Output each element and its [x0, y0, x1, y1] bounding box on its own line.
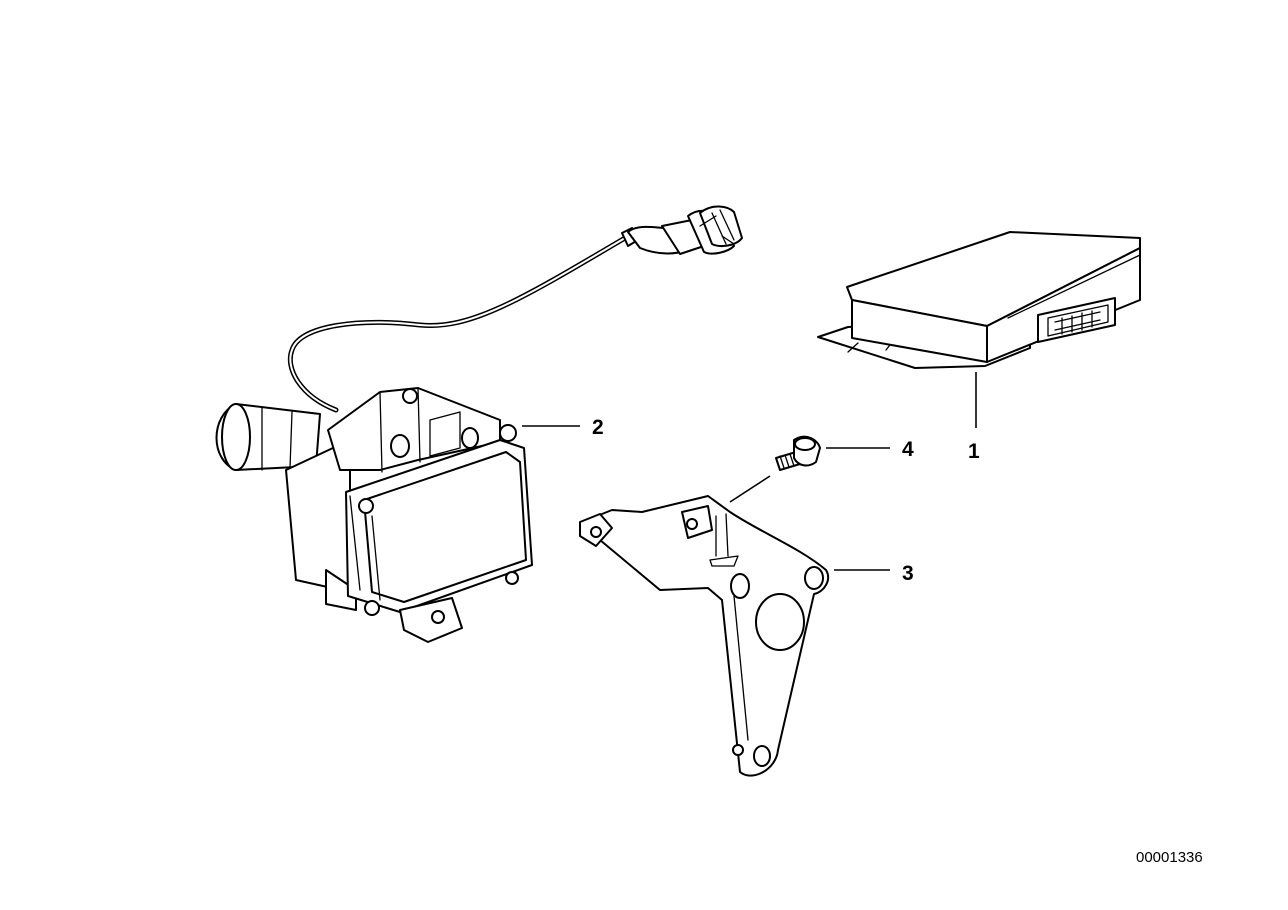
- callout-1: 1: [968, 440, 980, 463]
- actuator-drawing[interactable]: [215, 205, 743, 643]
- diagram-reference-number: 00001336: [1136, 849, 1203, 866]
- control-unit-drawing[interactable]: [817, 231, 1141, 369]
- leader-line-screw-to-bracket: [729, 475, 771, 503]
- bracket-drawing[interactable]: [579, 495, 830, 777]
- callout-4: 4: [902, 438, 914, 461]
- callout-2: 2: [592, 416, 604, 439]
- callout-3: 3: [902, 562, 914, 585]
- screw-drawing[interactable]: [775, 435, 821, 471]
